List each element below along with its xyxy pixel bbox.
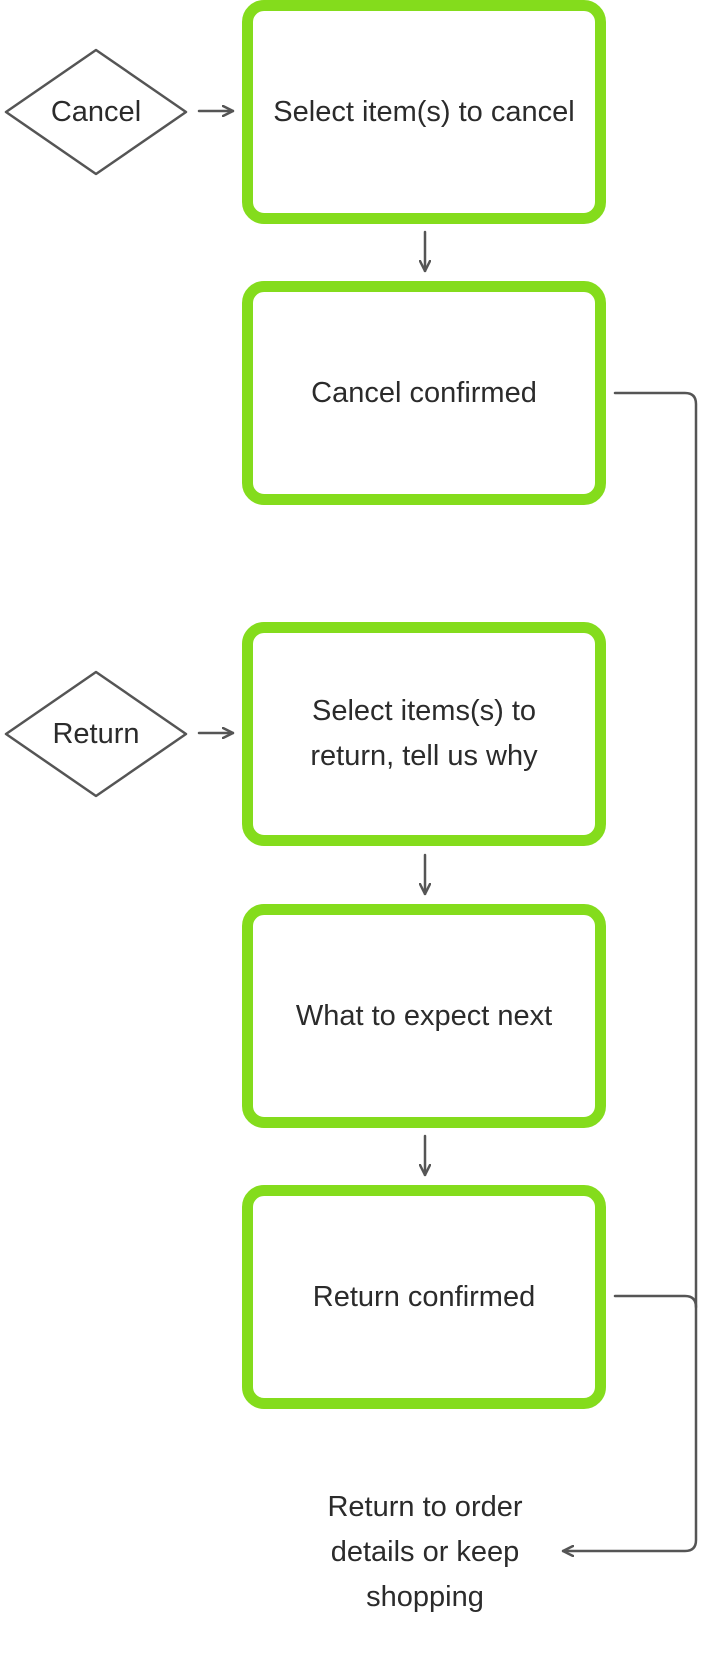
step-return-confirmed: Return confirmed — [242, 1185, 606, 1409]
step-label: Cancel confirmed — [311, 376, 537, 409]
decision-diamond-cancel — [4, 48, 188, 176]
edge-return-confirmed-to-end — [613, 1294, 698, 1309]
decision-diamond-return — [4, 670, 188, 798]
step-select-return: Select items(s) to return, tell us why — [242, 622, 606, 846]
step-select-cancel: Select item(s) to cancel — [242, 0, 606, 224]
end-label: Return to order details or keep shopping — [327, 1490, 523, 1613]
step-label: Return confirmed — [312, 1280, 536, 1313]
step-label: Select items(s) to return, tell us why — [310, 695, 538, 772]
edge-cancel-confirmed-to-end — [561, 391, 698, 1551]
step-what-next: What to expect next — [242, 904, 606, 1128]
step-label: Select item(s) to cancel — [273, 95, 575, 128]
step-label: What to expect next — [295, 999, 553, 1032]
step-cancel-confirmed: Cancel confirmed — [242, 281, 606, 505]
decision-label-return: Return — [52, 717, 140, 750]
decision-label-cancel: Cancel — [50, 95, 142, 128]
